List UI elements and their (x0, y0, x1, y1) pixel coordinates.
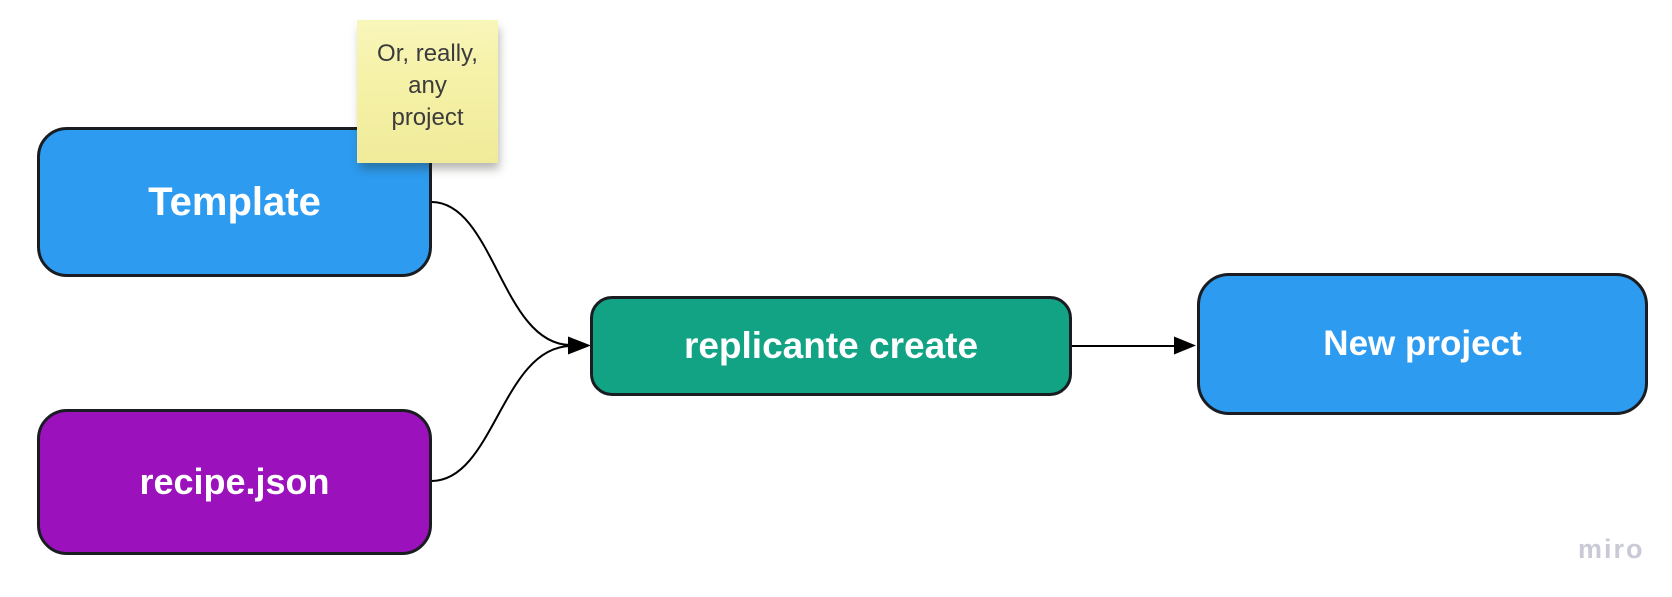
shape-template[interactable]: Template (37, 127, 432, 277)
sticky-note[interactable]: Or, really, any project (357, 20, 498, 163)
sticky-note-line: project (391, 104, 464, 131)
arrowhead-into-create (568, 336, 591, 355)
shape-template-label: Template (148, 179, 321, 224)
shape-replicante-create-label: replicante create (683, 325, 979, 366)
shape-new-project[interactable]: New project (1197, 273, 1648, 415)
arrowhead-into-newproject (1174, 336, 1196, 355)
connector-template-to-create[interactable] (431, 201, 571, 346)
sticky-note-line: Or, really, (377, 40, 478, 67)
miro-watermark: miro (1578, 534, 1645, 564)
connector-recipe-to-create[interactable] (431, 345, 571, 482)
shape-recipe-json-label: recipe.json (139, 461, 330, 502)
shape-new-project-label: New project (1323, 324, 1522, 363)
sticky-note-line: any (408, 72, 447, 99)
shape-replicante-create[interactable]: replicante create (590, 296, 1072, 396)
shape-recipe-json[interactable]: recipe.json (37, 409, 432, 555)
